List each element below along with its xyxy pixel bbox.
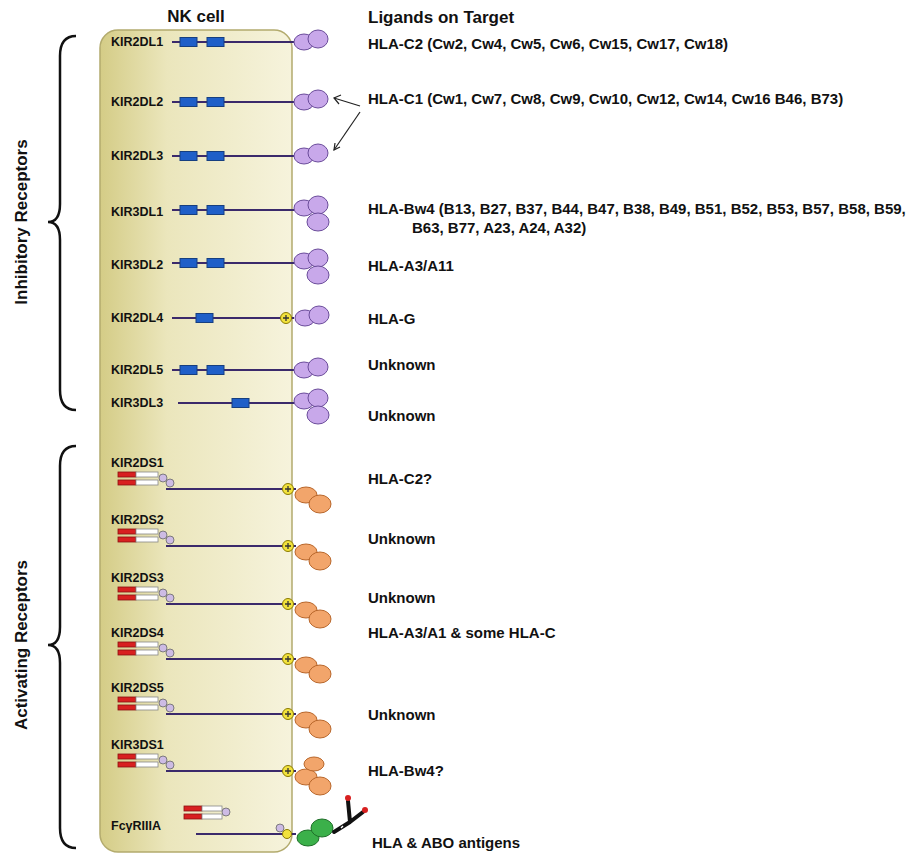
group-label: Activating Receptors: [12, 560, 32, 730]
receptor-name: KIR2DL4: [111, 311, 163, 325]
receptor-name: KIR2DS2: [111, 513, 164, 527]
receptor-name: KIR2DS4: [111, 626, 164, 640]
ligand-text: HLA-G: [368, 310, 416, 327]
ligand-text: Unknown: [368, 356, 436, 373]
receptor-name: KIR3DL1: [111, 205, 163, 219]
ligand-text: HLA-A3/A1 & some HLA-C: [368, 624, 556, 641]
receptor-name: KIR2DS1: [111, 456, 164, 470]
ligand-text: Unknown: [368, 706, 436, 723]
ligand-text: HLA-C1 (Cw1, Cw7, Cw8, Cw9, Cw10, Cw12, …: [368, 89, 906, 108]
ligand-text: Unknown: [368, 407, 436, 424]
receptor-name: FcγRIIIA: [111, 819, 161, 833]
ligand-text: Unknown: [368, 530, 436, 547]
ligand-text: HLA-Bw4?: [368, 762, 444, 779]
ligand-text: Unknown: [368, 589, 436, 606]
cell-panel: NK cell: [100, 0, 292, 852]
receptor-name: KIR3DS1: [111, 738, 164, 752]
receptor-name: KIR3DL2: [111, 258, 163, 272]
ligand-text: HLA-Bw4 (B13, B27, B37, B44, B47, B38, B…: [368, 199, 906, 237]
receptor-name: KIR2DL1: [111, 35, 163, 49]
ligand-text: HLA & ABO antigens: [372, 834, 520, 851]
ligand-text: HLA-A3/A11: [368, 257, 454, 274]
receptor-name: KIR2DL2: [111, 95, 163, 109]
ligand-text: HLA-C2 (Cw2, Cw4, Cw5, Cw6, Cw15, Cw17, …: [368, 35, 728, 52]
cell-heading: NK cell: [100, 7, 292, 27]
group-label: Inhibitory Receptors: [12, 139, 32, 304]
ligand-text: HLA-C2?: [368, 470, 432, 487]
receptor-name: KIR3DL3: [111, 396, 163, 410]
receptor-name: KIR2DL3: [111, 149, 163, 163]
receptor-name: KIR2DS5: [111, 681, 164, 695]
receptor-name: KIR2DL5: [111, 363, 163, 377]
column-heading: Ligands on Target: [368, 8, 514, 28]
receptor-name: KIR2DS3: [111, 571, 164, 585]
